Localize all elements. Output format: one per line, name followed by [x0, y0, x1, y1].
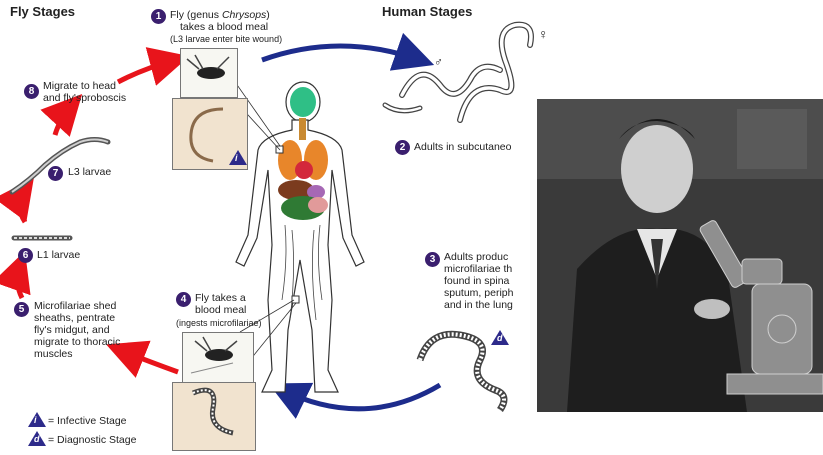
- microfilariae-drawing: [420, 334, 504, 410]
- infective-stage-badge-1: i: [229, 150, 247, 165]
- step-6-number: 6: [18, 248, 33, 263]
- step-4-label-line2: blood meal: [195, 304, 246, 316]
- fly-image-top: [180, 48, 238, 98]
- fly-image-bottom: [182, 332, 254, 384]
- arrow-7-to-8: [55, 105, 72, 135]
- step-5-number: 5: [14, 302, 29, 317]
- legend-infective-badge: i: [28, 412, 46, 427]
- scientist-microscope-photo: [537, 99, 823, 412]
- bite-site-4: [292, 296, 299, 303]
- arrow-5-to-6: [17, 265, 22, 298]
- arrow-6-to-7: [20, 190, 26, 222]
- legend-diagnostic-badge: d: [28, 431, 46, 446]
- step-8-number: 8: [24, 84, 39, 99]
- adult-worms-drawing: [385, 25, 531, 120]
- step-4-number: 4: [176, 292, 191, 307]
- step-4-sublabel: (ingests microfilariae): [176, 317, 262, 329]
- legend-infective-label: = Infective Stage: [48, 415, 127, 427]
- female-symbol: ♀: [538, 28, 549, 40]
- step-1-label: Fly (genus Chrysops): [170, 9, 270, 21]
- step-1-number: 1: [151, 9, 166, 24]
- step-2-label: Adults in subcutaneo: [414, 141, 511, 153]
- step-6-label: L1 larvae: [37, 249, 80, 261]
- step-1-label-line2: takes a blood meal: [180, 21, 268, 33]
- microfilariae-inset: [172, 382, 256, 451]
- legend-diagnostic-label: = Diagnostic Stage: [48, 434, 136, 446]
- step-2-number: 2: [395, 140, 410, 155]
- arrow-4-to-5: [120, 350, 178, 372]
- step-7-number: 7: [48, 166, 63, 181]
- step-4-label: Fly takes a: [195, 292, 246, 304]
- male-symbol: ♂: [434, 56, 443, 68]
- arrow-8-to-1: [118, 60, 175, 82]
- step-1-sublabel: (L3 larvae enter bite wound): [170, 33, 282, 45]
- step-7-label: L3 larvae: [68, 166, 111, 178]
- arrow-1-to-2: [262, 46, 420, 60]
- step-3-number: 3: [425, 252, 440, 267]
- diagnostic-stage-badge-3: d: [491, 330, 509, 345]
- arrow-3-to-4: [282, 385, 440, 409]
